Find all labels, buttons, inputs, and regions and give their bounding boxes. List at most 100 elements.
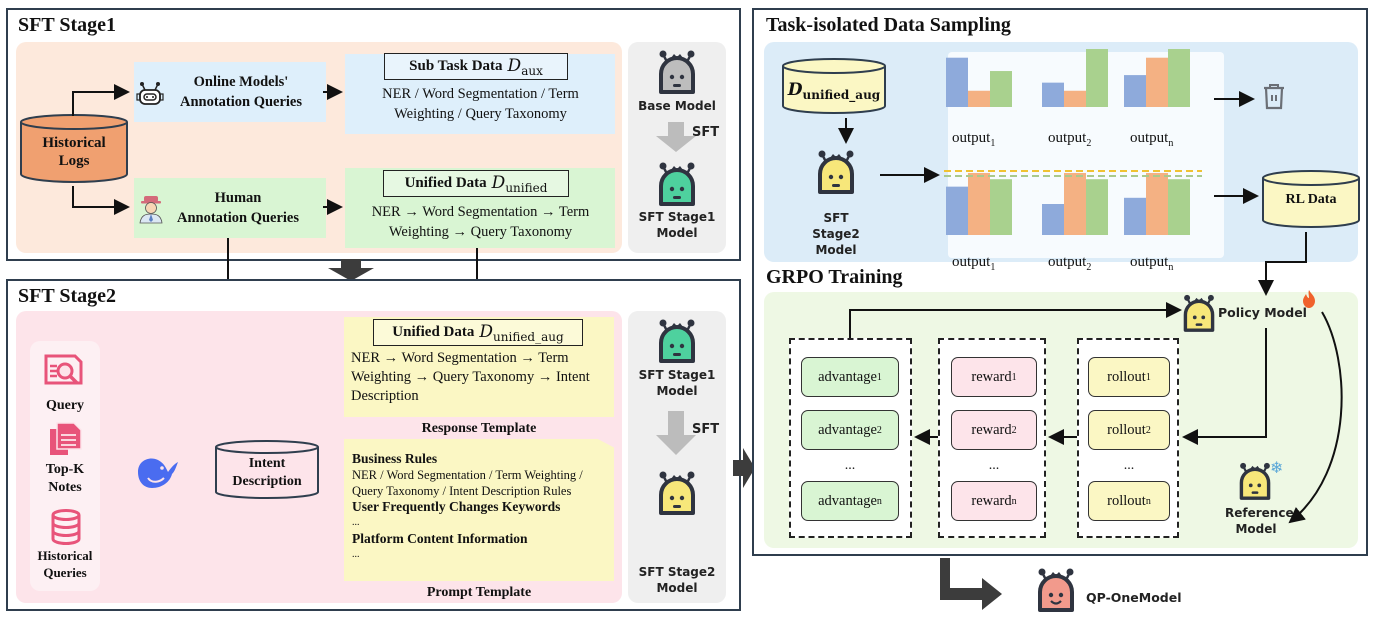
user-keywords-heading: User Frequently Changes Keywords xyxy=(352,499,561,514)
symbol-subscript: unified_aug xyxy=(493,329,564,344)
platform-content-heading: Platform Content Information xyxy=(352,531,528,546)
human-queries-line1: Human xyxy=(214,190,262,206)
stage1-model-robot-icon xyxy=(657,317,697,363)
advantage-name: advantage xyxy=(818,492,877,509)
human-queries-box: Human Annotation Queries xyxy=(134,178,326,238)
documents-icon xyxy=(50,422,82,455)
rollout-name: rollout xyxy=(1107,368,1146,385)
output-bar xyxy=(968,173,990,235)
sampling-model-label: SFT Stage2 Model xyxy=(812,211,860,257)
output-bar xyxy=(1086,49,1108,107)
output-bar xyxy=(1042,82,1064,107)
unified-data-text: NER → Word Segmentation → Term Weighting… xyxy=(371,204,590,240)
output-bar xyxy=(1168,179,1190,235)
stage2-model-label: SFT Stage2 Model xyxy=(638,565,716,595)
rollout-name: rollout xyxy=(1107,421,1146,438)
advantage-sub: n xyxy=(876,495,882,507)
reward-sub: 1 xyxy=(1011,371,1017,383)
fire-icon xyxy=(1303,290,1315,308)
reward-sub: n xyxy=(1011,495,1017,507)
reward-name: reward xyxy=(971,421,1012,438)
output-bar xyxy=(946,57,968,107)
base-model-robot-icon xyxy=(657,48,697,94)
stage2-model-robot-icon xyxy=(657,469,697,515)
sft-arrow-label: SFT xyxy=(692,125,720,140)
prompt-template-box xyxy=(344,439,614,581)
output-bar xyxy=(990,179,1012,235)
qp-onemodel-robot-icon xyxy=(1038,568,1074,612)
online-queries-box: Online Models' Annotation Queries xyxy=(134,62,326,122)
sub-task-label-text: Sub Task Data xyxy=(409,58,503,74)
business-rules-heading: Business Rules xyxy=(352,451,438,466)
output-bar xyxy=(1042,204,1064,235)
symbol-subscript: unified_aug xyxy=(802,88,881,102)
intent-description-label: Intent Description xyxy=(232,456,302,489)
sampling-title: Task-isolated Data Sampling xyxy=(766,14,1011,36)
unified-aug-label: Unified Data Dunified_aug xyxy=(373,319,583,346)
online-queries-line1: Online Models' xyxy=(193,74,289,90)
historical-logs-label: Historical Logs xyxy=(42,135,106,169)
sft-stage1-panel: SFT Stage1 Online Models' Annotation Que… xyxy=(6,8,741,261)
output-label: output2 xyxy=(1048,130,1092,149)
unified-symbol: Dunified xyxy=(492,173,548,195)
output-bar xyxy=(1146,173,1168,235)
advantage-sub: 2 xyxy=(876,424,882,436)
rollout-sub: n xyxy=(1145,495,1151,507)
sft-stage2-panel: SFT Stage2 Query Top-K Notes Historical … xyxy=(6,279,741,611)
output-label: output1 xyxy=(952,254,996,273)
reference-model-robot-icon xyxy=(1238,461,1272,500)
robot-icon xyxy=(136,82,164,105)
output-bar xyxy=(990,71,1012,107)
sft-down-arrow-icon xyxy=(656,411,696,455)
user-keywords-body: ... xyxy=(352,517,360,528)
base-model-label: Base Model xyxy=(638,99,716,113)
output-bar-charts xyxy=(944,49,1202,235)
query-label: Query xyxy=(45,398,85,413)
final-arrow xyxy=(940,558,1002,610)
stage1-model-label: SFT Stage1 Model xyxy=(638,368,716,398)
sft-stage2-model-robot-icon xyxy=(816,148,856,194)
platform-content-body: ... xyxy=(352,549,360,560)
online-queries-line2: Annotation Queries xyxy=(179,94,303,110)
output-bar xyxy=(968,90,990,107)
unified-data-box xyxy=(345,168,615,248)
symbol-d: D xyxy=(507,55,522,76)
advantage-sub: 1 xyxy=(876,371,882,383)
snowflake-icon: ❄ xyxy=(1270,458,1284,477)
historical-logs-cylinder xyxy=(20,114,128,183)
unified-data-label: Unified Data Dunified xyxy=(383,170,569,197)
trash-icon xyxy=(1264,84,1284,110)
advantage-name: advantage xyxy=(818,421,877,438)
response-template-text: NER → Word Segmentation → Term Weighting… xyxy=(351,350,590,404)
historical-queries-label: Historical Queries xyxy=(37,548,93,580)
unified-aug-symbol: Dunified_aug xyxy=(479,322,563,344)
sub-task-data-text: NER / Word Segmentation / Term Weighting… xyxy=(382,86,579,122)
response-template-caption: Response Template xyxy=(421,421,537,436)
human-queries-line2: Annotation Queries xyxy=(176,210,300,226)
output-label: output1 xyxy=(952,130,996,149)
output-label: output2 xyxy=(1048,254,1092,273)
sft-stage1-title: SFT Stage1 xyxy=(18,14,116,36)
advantage-name: advantage xyxy=(818,368,877,385)
output-bar xyxy=(1124,75,1146,107)
unified-aug-cylinder xyxy=(782,58,886,114)
output-bar xyxy=(1064,90,1086,107)
unified-label-text: Unified Data xyxy=(404,175,487,191)
policy-model-robot-icon xyxy=(1182,293,1216,332)
rl-data-label: RL Data xyxy=(1285,192,1337,207)
reward-name: reward xyxy=(971,492,1012,509)
response-template-box xyxy=(344,317,614,417)
reference-model-label: Reference Model xyxy=(1225,506,1294,536)
output-bar xyxy=(1168,49,1190,107)
document-search-icon xyxy=(44,354,83,385)
top-k-notes-label: Top-K Notes xyxy=(30,461,100,497)
stage-transition-arrow xyxy=(328,259,374,281)
